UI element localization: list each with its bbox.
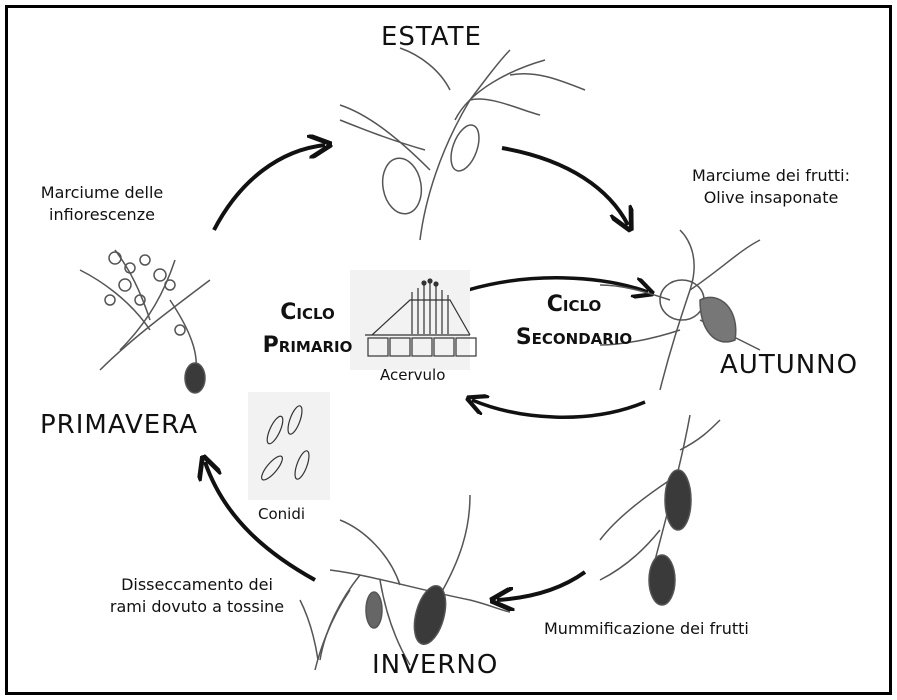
- winter-caption: Disseccamento dei rami dovuto a tossine: [92, 574, 302, 619]
- winter-caption-line1: Disseccamento dei: [92, 574, 302, 596]
- primary-cycle-line2: Primario: [250, 329, 365, 362]
- winter-caption-line2: rami dovuto a tossine: [92, 596, 302, 618]
- spring-inflorescence-branch: [80, 250, 210, 393]
- season-label-summer: ESTATE: [381, 22, 482, 52]
- mummification-caption: Mummificazione dei frutti: [544, 618, 749, 640]
- secondary-cycle-line1: Ciclo: [494, 288, 654, 321]
- spring-caption-line1: Marciume delle: [12, 182, 192, 204]
- spring-caption-line2: infiorescenze: [12, 204, 192, 226]
- autumn-caption-line2: Olive insaponate: [666, 187, 876, 209]
- arrow-summer-to-autumn: [502, 148, 628, 225]
- summer-olive-branch: [340, 48, 585, 240]
- mummified-fruits-branch: [600, 415, 720, 605]
- autumn-caption-line1: Marciume dei frutti:: [666, 165, 876, 187]
- conidia-label: Conidi: [258, 505, 305, 523]
- autumn-caption: Marciume dei frutti: Olive insaponate: [666, 165, 876, 210]
- season-label-winter: INVERNO: [372, 650, 498, 680]
- season-label-spring: PRIMAVERA: [40, 410, 198, 440]
- arrow-autumn-to-winter: [497, 572, 585, 600]
- spring-caption: Marciume delle infiorescenze: [12, 182, 192, 227]
- arrow-spring-to-summer: [214, 145, 325, 230]
- acervulus-illustration: [350, 270, 476, 370]
- winter-olive-branch: [300, 495, 510, 670]
- acervulus-label: Acervulo: [380, 366, 445, 384]
- arrow-autumn-to-acervulus: [472, 400, 645, 417]
- conidia-illustration: [248, 392, 330, 500]
- season-label-autumn: AUTUNNO: [720, 350, 858, 380]
- primary-cycle-label: Ciclo Primario: [250, 296, 365, 362]
- primary-cycle-line1: Ciclo: [250, 296, 365, 329]
- secondary-cycle-label: Ciclo Secondario: [494, 288, 654, 354]
- secondary-cycle-line2: Secondario: [494, 321, 654, 354]
